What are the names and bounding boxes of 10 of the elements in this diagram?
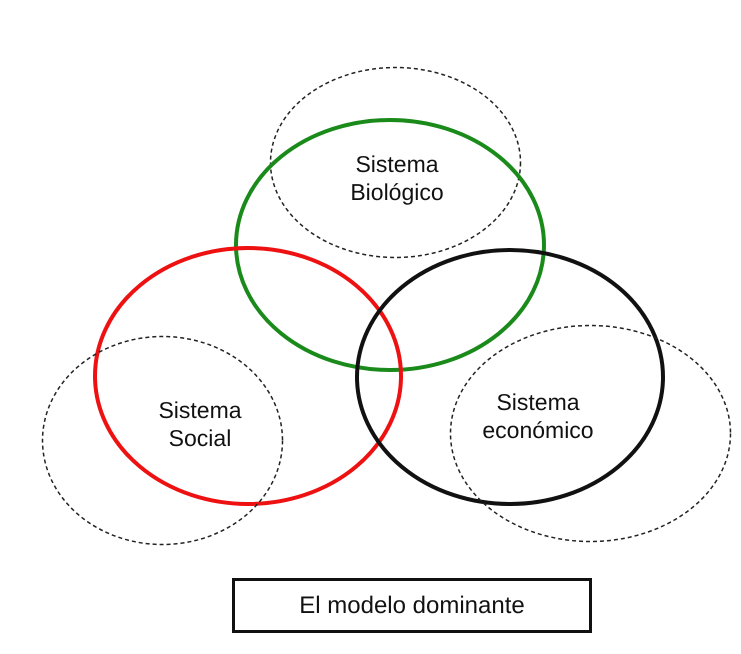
dashed-ellipse [40,334,284,546]
dashed-ellipse [448,324,732,542]
system-label: Sistema Social [157,396,243,452]
dashed-ellipse [268,66,522,258]
title-box: El modelo dominante [232,578,592,633]
system-label: Sistema económico [481,388,595,444]
ellipse [232,116,548,374]
system-label: Sistema Biológico [349,150,445,206]
ellipse [91,244,405,508]
ellipse [353,246,667,508]
